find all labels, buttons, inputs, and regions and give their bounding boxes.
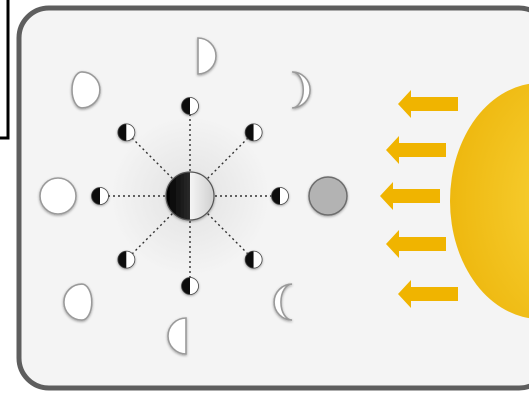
sunlight-arrow-icon	[398, 280, 458, 308]
sunlight-arrow-icon	[398, 90, 458, 118]
orbit-moon-icon	[117, 123, 136, 142]
crescent-moon-icon	[292, 71, 311, 109]
gibbous-moon-icon	[71, 71, 101, 109]
orbit-moons	[91, 97, 289, 295]
orbit-moon-icon	[117, 250, 136, 269]
orbit-moon-icon	[181, 277, 199, 295]
quarter-moon-icon	[167, 317, 187, 355]
orbit-moon-icon	[91, 187, 109, 205]
gibbous-moon-icon	[63, 283, 93, 321]
lit-moon-icon	[308, 176, 348, 216]
sunlight-arrow-icon	[380, 182, 440, 210]
phase-icons	[39, 37, 311, 355]
quarter-moon-icon	[197, 37, 217, 75]
sunlight-arrows	[380, 90, 458, 308]
orbit-moon-icon	[244, 123, 263, 142]
orbit-moon-icon	[181, 97, 199, 115]
sun-icon	[450, 83, 529, 319]
sunlight-arrow-icon	[386, 230, 446, 258]
orbit-moon-icon	[244, 250, 263, 269]
full-moon-icon	[39, 177, 77, 215]
crescent-moon-icon	[273, 283, 293, 321]
earth-icon	[165, 171, 215, 221]
frame-corner	[0, 0, 10, 140]
sunlight-arrow-icon	[386, 136, 446, 164]
orbit-moon-icon	[271, 187, 289, 205]
